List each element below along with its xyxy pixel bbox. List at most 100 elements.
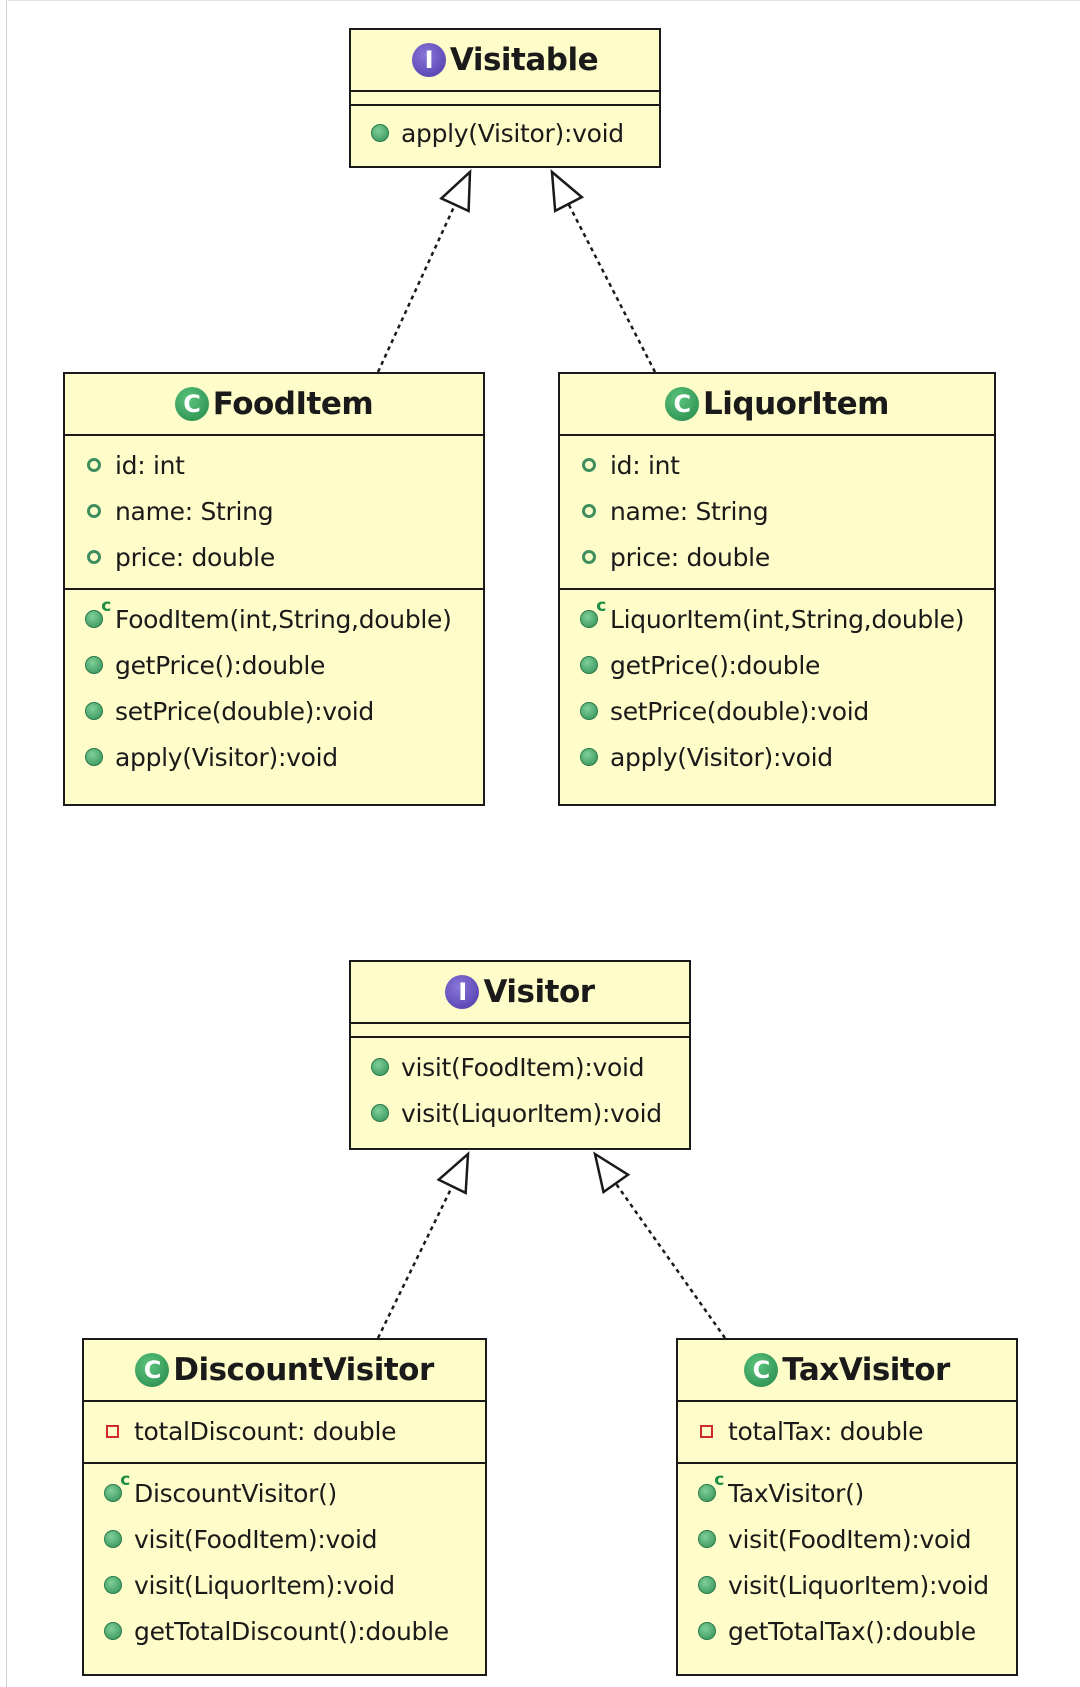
method-signature: apply(Visitor):void [610,742,833,772]
method-row: visit(LiquorItem):void [84,1562,485,1608]
method-row: setPrice(double):void [560,688,994,734]
public-field-icon [582,458,596,472]
class-icon: C [665,387,700,421]
public-method-icon [698,1530,716,1548]
constructor-tag: c [596,596,606,616]
liquoritem-class-box[interactable]: C LiquorItem id: int name: String price:… [558,372,996,806]
method-signature: setPrice(double):void [115,696,374,726]
method-row: apply(Visitor):void [351,110,659,156]
public-method-icon [85,656,103,674]
field-row: price: double [560,534,994,580]
field-text: id: int [115,450,185,480]
interface-name: Visitable [449,42,599,78]
visitable-title: I Visitable [351,30,659,90]
constructor-tag: c [120,1470,130,1490]
fooditem-title: C FoodItem [65,374,483,434]
class-name: FoodItem [212,386,374,422]
method-row: getTotalTax():double [678,1608,1016,1654]
left-border-line [6,0,7,1687]
public-field-icon [87,458,101,472]
constructor-signature: LiquorItem(int,String,double) [610,604,965,634]
class-icon: C [174,387,209,421]
constructor-icon: c [104,1470,130,1502]
public-method-icon [580,656,598,674]
fooditem-realizes-visitable-arrowhead [439,169,472,213]
field-row: name: String [560,488,994,534]
method-signature: visit(FoodItem):void [134,1524,378,1554]
method-row: apply(Visitor):void [65,734,483,780]
method-row: visit(FoodItem):void [678,1516,1016,1562]
constructor-icon: c [85,596,111,628]
method-row: visit(FoodItem):void [351,1044,689,1090]
method-row: visit(FoodItem):void [84,1516,485,1562]
attributes-section [351,90,659,104]
private-field-icon [700,1424,713,1438]
class-icon: C [744,1353,779,1387]
fields-section: totalDiscount: double [84,1400,485,1462]
constructor-tag: c [101,596,111,616]
liquoritem-realizes-visitable-line [567,203,657,373]
method-signature: getTotalTax():double [728,1616,976,1646]
method-signature: getPrice():double [610,650,821,680]
visitable-interface-box[interactable]: I Visitable apply(Visitor):void [349,28,661,168]
public-method-icon [371,1058,389,1076]
methods-section: visit(FoodItem):void visit(LiquorItem):v… [351,1036,689,1136]
constructor-signature: DiscountVisitor() [134,1478,338,1508]
field-text: id: int [610,450,680,480]
constructor-icon: c [580,596,606,628]
field-text: price: double [115,542,275,572]
visitor-interface-box[interactable]: I Visitor visit(FoodItem):void visit(Liq… [349,960,691,1150]
method-signature: visit(LiquorItem):void [134,1570,395,1600]
public-method-icon [104,1622,122,1640]
field-row: totalTax: double [678,1408,1016,1454]
method-signature: apply(Visitor):void [115,742,338,772]
public-method-icon [85,702,103,720]
method-row: getTotalDiscount():double [84,1608,485,1654]
method-signature: apply(Visitor):void [401,118,624,148]
public-method-icon [104,1530,122,1548]
taxvisitor-title: C TaxVisitor [678,1340,1016,1400]
method-signature: visit(LiquorItem):void [401,1098,662,1128]
class-name: TaxVisitor [782,1352,950,1388]
liquoritem-realizes-visitable-arrowhead [550,169,585,213]
public-method-icon [371,1104,389,1122]
public-method-icon [698,1622,716,1640]
public-method-icon [580,748,598,766]
method-signature: setPrice(double):void [610,696,869,726]
class-name: LiquorItem [703,386,889,422]
method-row: apply(Visitor):void [560,734,994,780]
method-row: getPrice():double [560,642,994,688]
public-field-icon [87,504,101,518]
top-border-line [6,0,1080,1]
public-method-icon [104,1576,122,1594]
method-row: getPrice():double [65,642,483,688]
public-method-icon [580,702,598,720]
private-field-icon [106,1424,119,1438]
public-method-icon [698,1576,716,1594]
fields-section: id: int name: String price: double [65,434,483,588]
discountvisitor-title: C DiscountVisitor [84,1340,485,1400]
constructor-tag: c [714,1470,724,1490]
interface-name: Visitor [483,974,595,1010]
field-text: totalTax: double [728,1416,924,1446]
method-row: visit(LiquorItem):void [678,1562,1016,1608]
method-signature: getTotalDiscount():double [134,1616,449,1646]
fooditem-realizes-visitable-line [376,204,457,373]
visitor-title: I Visitor [351,962,689,1022]
liquoritem-title: C LiquorItem [560,374,994,434]
fields-section: totalTax: double [678,1400,1016,1462]
discountvisitor-class-box[interactable]: C DiscountVisitor totalDiscount: double … [82,1338,487,1676]
field-text: price: double [610,542,770,572]
methods-section: apply(Visitor):void [351,104,659,156]
class-name: DiscountVisitor [173,1352,434,1388]
fooditem-class-box[interactable]: C FoodItem id: int name: String price: d… [63,372,485,806]
